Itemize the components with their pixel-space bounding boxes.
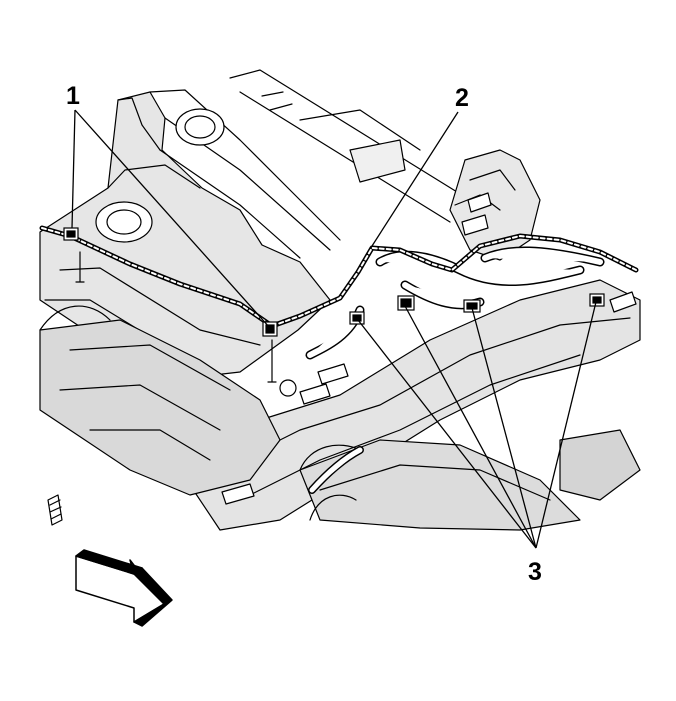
leader-2: [371, 111, 459, 247]
callout-3: 3: [528, 558, 542, 586]
exhaust-tunnel: [39, 319, 641, 531]
crossmember: [449, 149, 541, 261]
floor-plug-lower: [95, 201, 153, 243]
leader-1b: [74, 109, 271, 329]
clip-connector-d: [589, 293, 605, 307]
callout-2: 2: [455, 84, 469, 112]
frame-rail: [179, 279, 641, 531]
left-stud: [47, 494, 63, 526]
underbody-line-art: [39, 69, 641, 531]
clip-connector-c: [463, 299, 481, 313]
clip-left: [63, 227, 79, 241]
front-arrow-icon: [75, 549, 173, 627]
leader-3c: [471, 307, 537, 549]
corrugated-harness: [305, 246, 605, 494]
upper-rail: [229, 69, 471, 223]
clip-center: [262, 321, 278, 337]
leader-3b: [404, 305, 537, 549]
leader-1a: [71, 109, 76, 229]
clip-connector-a: [349, 311, 365, 325]
leader-lines: [71, 109, 597, 549]
stud-center: [267, 339, 277, 383]
grommet-center: [279, 379, 297, 397]
stud-left: [75, 251, 85, 283]
main-harness-cable: [39, 225, 639, 329]
callout-1: 1: [66, 82, 80, 110]
leader-3d: [535, 301, 597, 549]
tunnel-edges: [39, 305, 361, 521]
floor-plug-upper: [175, 108, 225, 146]
leader-3a: [357, 319, 537, 549]
